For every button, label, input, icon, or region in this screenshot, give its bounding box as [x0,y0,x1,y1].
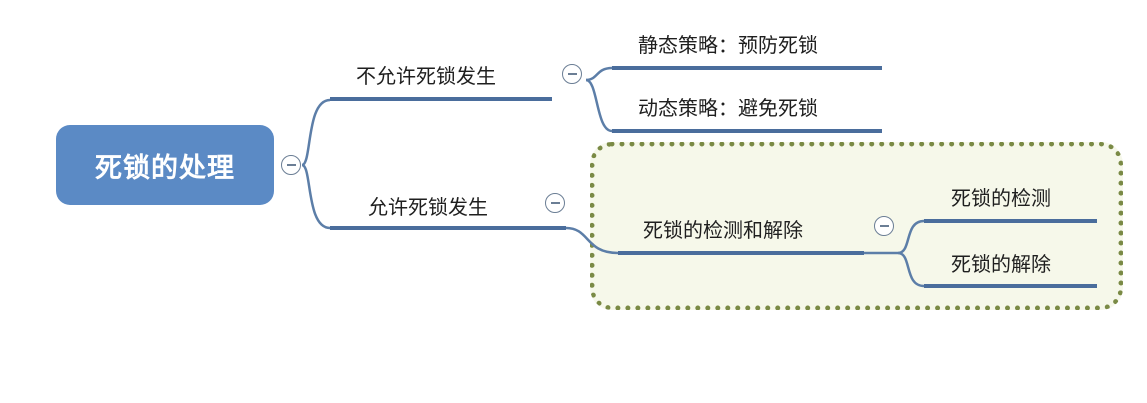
connector-root-to-branch-2 [301,163,331,230]
connector-branch-1-to-child-1 [585,66,613,82]
collapse-detection-icon[interactable] [874,216,894,236]
connector-branch-1-to-child-2 [585,78,613,133]
branch-no-deadlock[interactable]: 不允许死锁发生 [356,64,496,88]
node-detection-and-recovery[interactable]: 死锁的检测和解除 [643,218,803,242]
collapse-branch-2-icon[interactable] [545,193,565,213]
node-static-strategy[interactable]: 静态策略：预防死锁 [638,33,818,57]
root-node[interactable]: 死锁的处理 [56,125,274,205]
connector-root-to-branch-1 [301,98,331,167]
branch-allow-deadlock[interactable]: 允许死锁发生 [368,195,488,219]
node-deadlock-detection[interactable]: 死锁的检测 [951,186,1051,210]
connector-detection-to-child-1 [897,219,925,255]
node-dynamic-strategy[interactable]: 动态策略：避免死锁 [638,96,818,120]
collapse-root-icon[interactable] [281,155,301,175]
connector-detection-to-child-2 [897,251,925,288]
collapse-branch-1-icon[interactable] [562,64,582,84]
root-label: 死锁的处理 [95,152,235,184]
node-deadlock-recovery[interactable]: 死锁的解除 [951,252,1051,276]
highlight-region [590,142,1123,310]
connector-branch-2-to-detection [565,226,619,255]
